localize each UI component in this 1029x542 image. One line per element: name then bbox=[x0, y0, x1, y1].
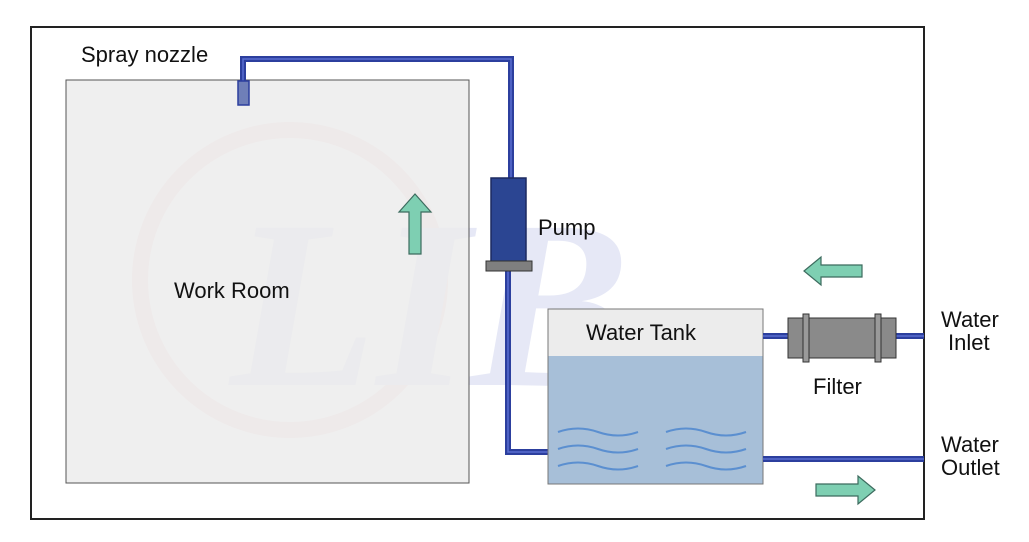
work-room bbox=[65, 79, 470, 484]
pump-label: Pump bbox=[538, 215, 595, 240]
airflow-up-arrow-icon bbox=[397, 193, 433, 255]
pump-base bbox=[485, 260, 533, 272]
water-inlet-label-line2: Inlet bbox=[948, 330, 990, 355]
filter-label: Filter bbox=[813, 374, 862, 399]
water-inlet-label-line1: Water bbox=[941, 307, 999, 332]
water-outlet-label-line1: Water bbox=[941, 432, 999, 457]
spray-nozzle-label: Spray nozzle bbox=[81, 42, 208, 67]
water-waves-icon bbox=[557, 427, 747, 471]
work-room-label: Work Room bbox=[174, 278, 290, 303]
pump-icon bbox=[490, 177, 527, 263]
spray-nozzle-icon bbox=[237, 80, 250, 106]
tank-water bbox=[548, 356, 763, 484]
water-tank-label: Water Tank bbox=[586, 320, 697, 345]
outflow-right-arrow-icon bbox=[815, 474, 876, 506]
inflow-left-arrow-icon bbox=[803, 255, 863, 287]
filter-icon bbox=[787, 313, 897, 363]
water-outlet-label-line2: Outlet bbox=[941, 455, 1000, 480]
spray-pipe bbox=[240, 56, 548, 455]
